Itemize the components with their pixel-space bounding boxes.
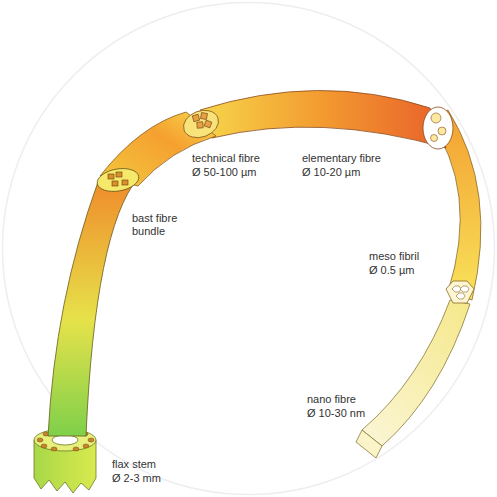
meso-fibril-face (446, 281, 474, 303)
part-label: nano fibre (307, 393, 356, 406)
part-label: flax stem (112, 458, 156, 471)
nano-fibre-end (356, 430, 382, 458)
frame-circle (3, 3, 495, 495)
meso-fibril-sections (431, 113, 447, 142)
elementary-fibre-band (200, 90, 446, 148)
part-label: bast fibre bundle (132, 212, 194, 238)
part-label: Ø 10-20 µm (302, 166, 360, 179)
bast-bundle-face (95, 166, 140, 195)
elementary-fibre-sections (192, 113, 212, 129)
part-label: meso fibril (369, 250, 419, 263)
part-label: Ø 50-100 µm (192, 166, 256, 179)
stem-hole (52, 435, 78, 445)
part-label: Ø 10-30 nm (307, 407, 365, 420)
bast-bundle-band (48, 178, 138, 436)
part-label: elementary fibre (302, 152, 381, 165)
technical-fibre-face (180, 106, 223, 143)
nano-fibre-sections (452, 286, 469, 299)
part-label: technical fibre (192, 152, 260, 165)
meso-fibril-band (428, 110, 481, 300)
elementary-fibre-face (423, 107, 453, 149)
part-label: Ø 2-3 mm (112, 472, 161, 485)
part-label: Ø 0.5 µm (369, 264, 414, 277)
nano-fibre-band (362, 300, 470, 446)
technical-fibre-sections (108, 172, 128, 186)
